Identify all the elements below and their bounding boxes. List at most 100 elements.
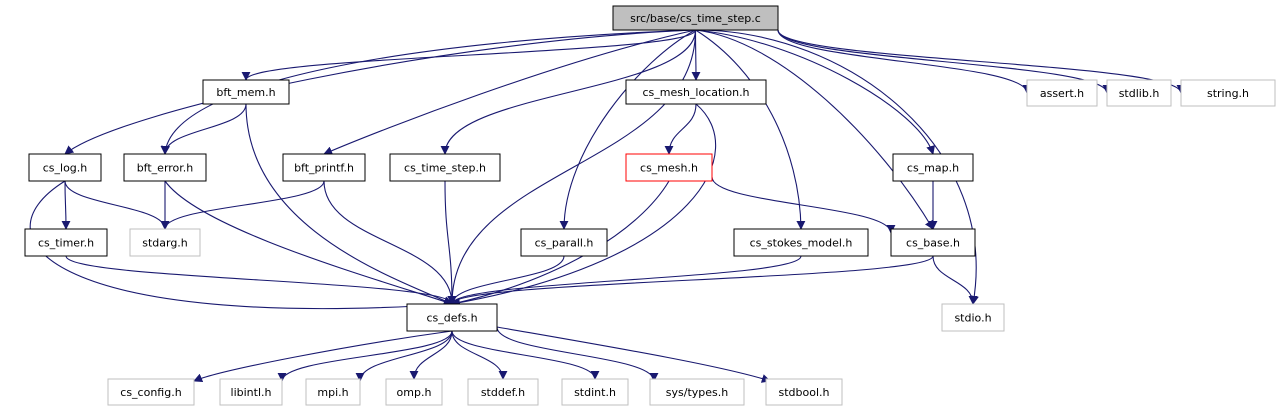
edge-root-to-cs-base-h — [695, 29, 934, 230]
node-label: cs_mesh_location.h — [642, 86, 749, 99]
node-box — [625, 79, 767, 105]
edge-root-to-cs-parall-h — [559, 29, 696, 230]
node-box — [1026, 79, 1098, 107]
node-box — [129, 228, 201, 257]
edge-cs-defs-h-to-stdbool-h — [496, 326, 771, 383]
edge-root-to-cs-mesh-location-h — [691, 29, 701, 81]
edge-cs-stokes-model-h-to-cs-defs-h — [447, 255, 802, 305]
node-box — [733, 228, 869, 257]
node-label: stdbool.h — [779, 386, 830, 399]
node-box — [941, 303, 1005, 332]
node-label: cs_stokes_model.h — [750, 237, 853, 250]
edge-root-to-cs-time-step-h — [440, 29, 697, 155]
edge-bft-mem-h-to-bft-error-h — [160, 103, 247, 155]
node-box — [389, 153, 501, 182]
edge-cs-defs-h-to-cs-config-h — [193, 330, 453, 382]
node-assert-h: assert.h — [1026, 79, 1098, 107]
edge-cs-mesh-location-h-to-cs-mesh-h — [664, 103, 697, 155]
node-stdlib-h: stdlib.h — [1106, 79, 1172, 107]
node-cs-config-h: cs_config.h — [107, 378, 195, 406]
node-cs-base-h[interactable]: cs_base.h — [890, 228, 976, 257]
node-box — [219, 378, 283, 406]
node-box — [892, 153, 974, 182]
edge-cs-defs-h-to-stdint-h — [451, 330, 600, 380]
node-root[interactable]: src/base/cs_time_step.c — [612, 5, 779, 31]
node-box — [28, 153, 102, 182]
node-label: bft_mem.h — [216, 86, 275, 99]
node-mpi-h: mpi.h — [305, 378, 361, 406]
node-string-h: string.h — [1180, 79, 1276, 107]
edge-cs-base-h-to-cs-defs-h — [447, 255, 934, 305]
node-label: stdint.h — [574, 386, 616, 399]
edge-root-to-cs-log-h — [64, 29, 696, 155]
edge-cs-defs-h-to-libintl-h — [277, 330, 453, 382]
node-omp-h: omp.h — [385, 378, 443, 406]
node-sys-types-h: sys/types.h — [649, 378, 745, 406]
node-box — [107, 378, 195, 406]
node-stdio-h: stdio.h — [941, 303, 1005, 332]
edge-cs-defs-h-to-sys-types-h — [496, 326, 659, 382]
node-label: string.h — [1207, 87, 1249, 100]
node-cs-parall-h[interactable]: cs_parall.h — [520, 228, 608, 257]
node-stdbool-h: stdbool.h — [765, 378, 843, 406]
node-cs-mesh-h[interactable]: cs_mesh.h — [625, 153, 713, 182]
node-label: cs_base.h — [906, 237, 960, 250]
node-stdint-h: stdint.h — [561, 378, 629, 406]
node-libintl-h: libintl.h — [219, 378, 283, 406]
edge-root-to-cs-map-h — [695, 29, 936, 155]
node-label: bft_printf.h — [294, 162, 354, 175]
node-cs-mesh-location-h[interactable]: cs_mesh_location.h — [625, 79, 767, 105]
edge-root-to-cs-stokes-model-h — [695, 29, 806, 230]
node-label: cs_mesh.h — [640, 162, 698, 175]
nodes: src/base/cs_time_step.c bft_mem.h cs_mesh_… — [24, 5, 1276, 406]
node-label: cs_time_step.h — [404, 162, 486, 175]
node-box — [625, 153, 713, 182]
node-label: cs_timer.h — [38, 237, 94, 250]
node-box — [561, 378, 629, 406]
node-box — [765, 378, 843, 406]
node-label: cs_config.h — [120, 386, 181, 399]
node-label: stdarg.h — [142, 237, 188, 250]
node-label: stddef.h — [481, 386, 525, 399]
node-cs-defs-h[interactable]: cs_defs.h — [406, 303, 498, 332]
node-label: sys/types.h — [666, 386, 728, 399]
edge-root-to-cs-defs-h — [447, 29, 697, 305]
node-cs-map-h[interactable]: cs_map.h — [892, 153, 974, 182]
node-bft-printf-h[interactable]: bft_printf.h — [282, 153, 366, 182]
edge-bft-mem-h-to-cs-defs-h — [245, 103, 453, 305]
node-cs-time-step-h[interactable]: cs_time_step.h — [389, 153, 501, 182]
edge-cs-log-h-to-cs-defs-h — [29, 180, 453, 310]
node-bft-mem-h[interactable]: bft_mem.h — [202, 79, 290, 105]
edge-cs-log-h-to-stdarg-h — [64, 180, 170, 230]
node-label: cs_parall.h — [535, 237, 594, 250]
node-stdarg-h: stdarg.h — [129, 228, 201, 257]
edge-cs-mesh-h-to-cs-base-h — [711, 176, 896, 234]
node-label: assert.h — [1040, 87, 1084, 100]
node-box — [1106, 79, 1172, 107]
edge-cs-defs-h-to-stddef-h — [451, 330, 508, 380]
node-box — [890, 228, 976, 257]
node-box — [467, 378, 539, 406]
node-box — [202, 79, 290, 105]
node-box — [385, 378, 443, 406]
node-box — [282, 153, 366, 182]
node-cs-log-h[interactable]: cs_log.h — [28, 153, 102, 182]
edge-root-to-assert-h — [777, 29, 1032, 94]
node-label: bft_error.h — [137, 162, 194, 175]
edge-bft-printf-h-to-cs-defs-h — [323, 180, 457, 305]
node-cs-stokes-model-h[interactable]: cs_stokes_model.h — [733, 228, 869, 257]
node-box — [123, 153, 207, 182]
edge-bft-printf-h-to-stdarg-h — [160, 180, 325, 230]
edge-root-to-bft-error-h — [161, 29, 696, 155]
node-label: mpi.h — [317, 386, 348, 399]
node-box — [612, 5, 779, 31]
edge-cs-mesh-location-h-to-cs-defs-h — [451, 103, 717, 308]
node-stddef-h: stddef.h — [467, 378, 539, 406]
node-label: cs_log.h — [43, 162, 88, 175]
node-bft-error-h[interactable]: bft_error.h — [123, 153, 207, 182]
edge-cs-defs-h-to-mpi-h — [355, 330, 453, 382]
node-box — [649, 378, 745, 406]
node-cs-timer-h[interactable]: cs_timer.h — [24, 228, 108, 257]
node-box — [1180, 79, 1276, 107]
node-box — [305, 378, 361, 406]
